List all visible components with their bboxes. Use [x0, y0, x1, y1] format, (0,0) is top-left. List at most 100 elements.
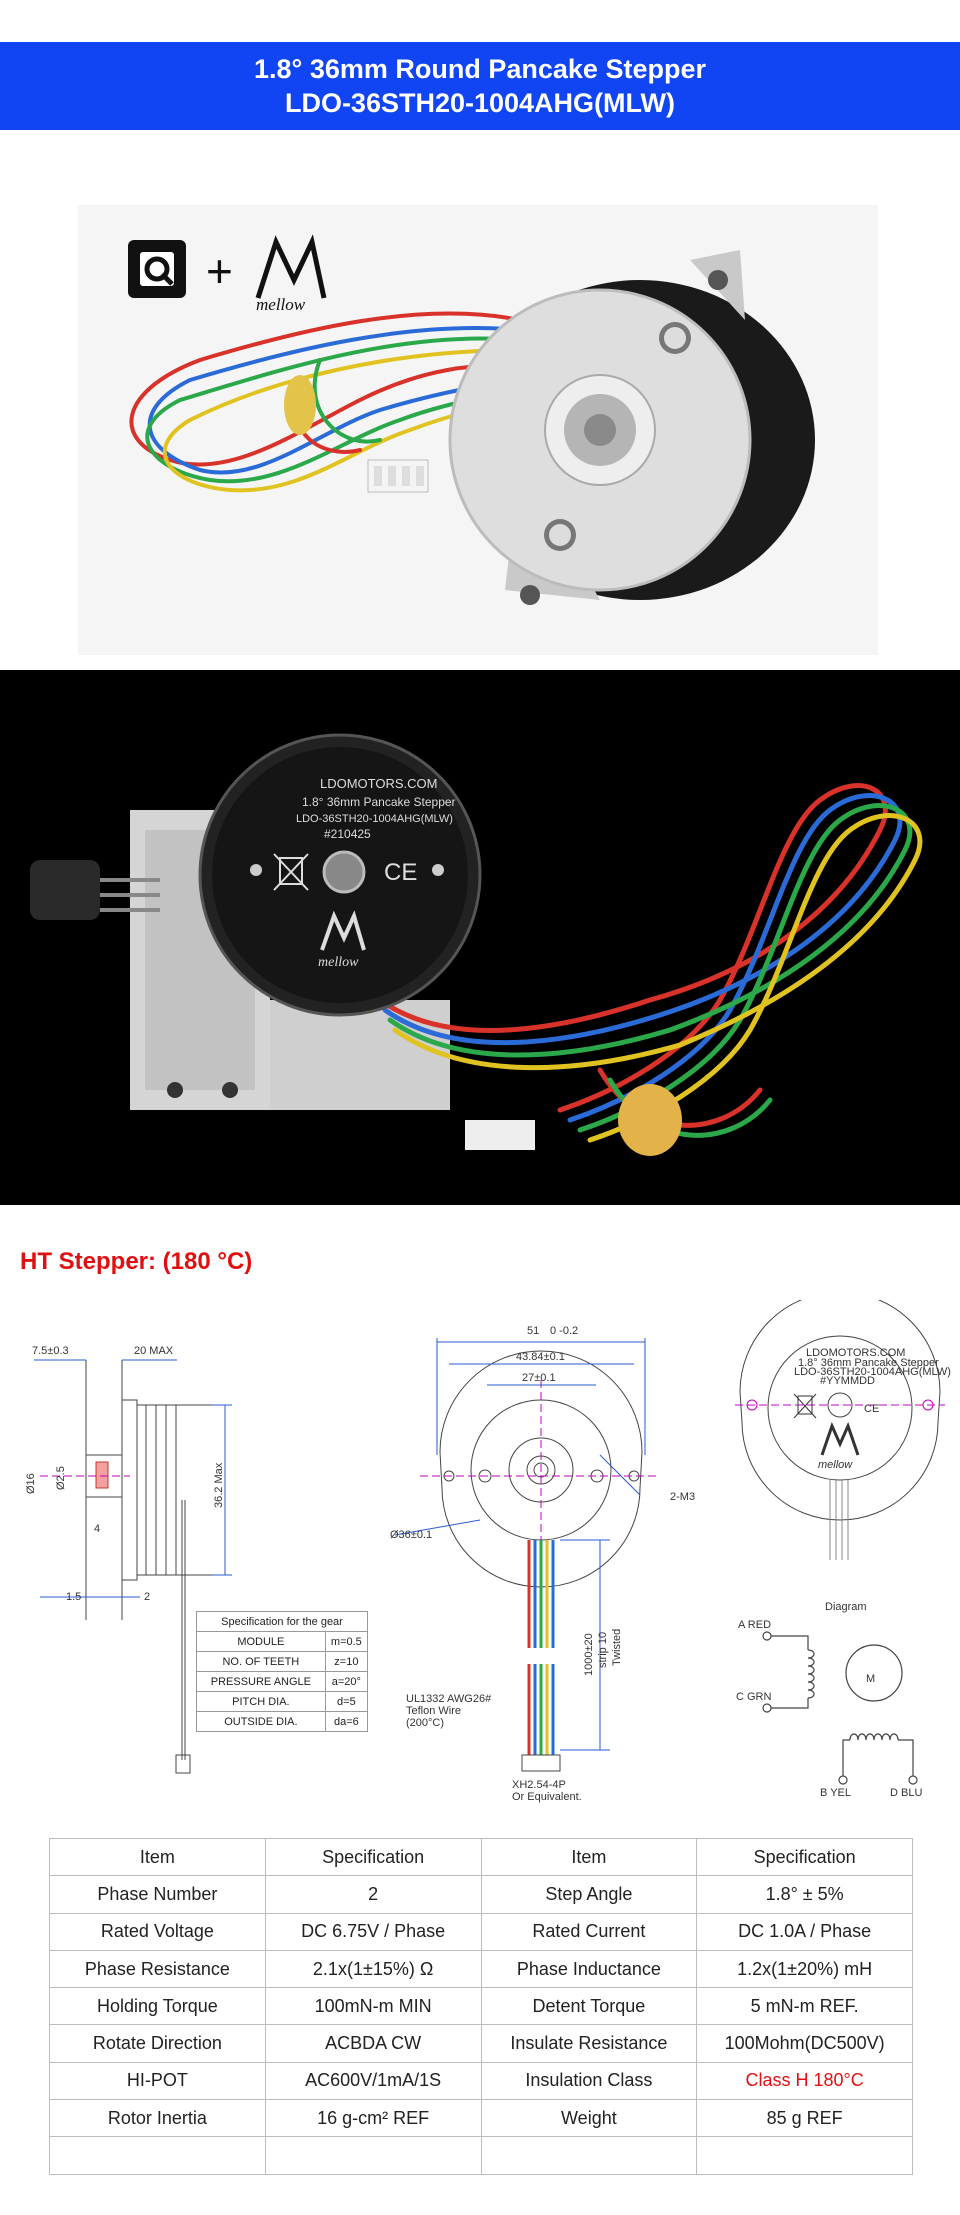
back-weee-bin-icon	[793, 1393, 817, 1419]
wire-length-2: strip 10	[597, 1632, 609, 1668]
back-view-drawing	[735, 1291, 945, 1560]
table-row: Rated Voltage DC 6.75V / Phase Rated Cur…	[49, 1912, 913, 1951]
back-line-1: 1.8° 36mm Pancake Stepper	[798, 1357, 939, 1369]
back-ce-mark: CE	[864, 1403, 879, 1415]
spec-value: DC 6.75V / Phase	[264, 1912, 482, 1951]
product-photo-black: LDOMOTORS.COM 1.8° 36mm Pancake Stepper …	[0, 670, 960, 1205]
gear-table-title: Specification for the gear	[196, 1611, 368, 1632]
spec-value: DC 1.0A / Phase	[696, 1912, 913, 1951]
title-line-1: 1.8° 36mm Round Pancake Stepper	[254, 54, 706, 84]
wire-d-label: D BLU	[890, 1787, 922, 1799]
spec-item: Weight	[480, 2099, 698, 2138]
header-spec: Specification	[696, 1837, 913, 1877]
spec-value-highlight: Class H 180°C	[696, 2061, 913, 2101]
gear-row-label: OUTSIDE DIA.	[196, 1711, 326, 1732]
spec-value: 2	[264, 1875, 482, 1914]
spec-item: Insulation Class	[480, 2061, 698, 2101]
gear-row-label: PITCH DIA.	[196, 1691, 326, 1712]
back-brand: LDOMOTORS.COM	[806, 1347, 905, 1359]
spec-item: HI-POT	[49, 2061, 266, 2101]
ce-mark: CE	[384, 859, 417, 886]
spec-value: 100Mohm(DC500V)	[696, 2024, 913, 2063]
title-line-2: LDO-36STH20-1004AHG(MLW)	[284, 88, 676, 118]
weee-bin-icon	[273, 853, 309, 891]
mellow-logo-text: mellow	[256, 295, 306, 314]
motor-symbol: M	[866, 1673, 875, 1685]
spec-value: 1.8° ± 5%	[696, 1875, 913, 1914]
motor-label-line2: LDO-36STH20-1004AHG(MLW)	[296, 813, 453, 825]
product-photo-white: + mellow	[0, 130, 960, 670]
wire-length-3: Twisted	[611, 1629, 623, 1666]
spec-value	[696, 2136, 913, 2175]
spec-item: Holding Torque	[49, 1987, 266, 2026]
wiring-diagram	[762, 1631, 918, 1785]
dim-51: 51	[527, 1325, 539, 1337]
spec-value: 16 g-cm² REF	[264, 2099, 482, 2138]
header-spec: Specification	[264, 1837, 482, 1877]
spec-value: 100mN-m MIN	[264, 1987, 482, 2026]
wire-note-3: (200°C)	[406, 1717, 444, 1729]
connector-note-2: Or Equivalent.	[512, 1791, 582, 1803]
motor-label-line3: #210425	[324, 827, 371, 841]
wire-b-label: B YEL	[820, 1787, 851, 1799]
spec-value: 2.1x(1±15%) Ω	[264, 1949, 482, 1989]
spec-value: AC600V/1mA/1S	[264, 2061, 482, 2101]
technical-drawing: 7.5±0.3 20 MAX Ø16 Ø2.5 4 36.2 Max 1.5 2	[0, 1291, 960, 1820]
gear-row-value: a=20°	[324, 1671, 369, 1692]
connector-note-1: XH2.54-4P	[512, 1779, 566, 1791]
mellow-logo-icon: mellow	[255, 234, 327, 314]
dim-36-2: 36.2 Max	[213, 1462, 225, 1508]
motor-label-brand: LDOMOTORS.COM	[320, 776, 438, 791]
dim-27: 27±0.1	[522, 1372, 556, 1384]
spec-item: Step Angle	[480, 1875, 698, 1914]
spec-value: 85 g REF	[696, 2099, 913, 2138]
gear-row-value: da=6	[324, 1711, 369, 1732]
wire-note-1: UL1332 AWG26#	[406, 1693, 492, 1705]
wire-c-label: C GRN	[736, 1691, 772, 1703]
table-row: Phase Number 2 Step Angle 1.8° ± 5%	[49, 1875, 913, 1914]
mellow-logo-text-black: mellow	[318, 955, 359, 970]
spec-table: Item Specification Item Specification Ph…	[49, 1837, 913, 2175]
header-item: Item	[480, 1837, 698, 1877]
diagram-title: Diagram	[825, 1601, 867, 1613]
spec-value: 1.2x(1±20%) mH	[696, 1949, 913, 1989]
motor-label-line1: 1.8° 36mm Pancake Stepper	[302, 795, 456, 809]
dim-20max: 20 MAX	[134, 1345, 174, 1357]
dim-1-5: 1.5	[66, 1591, 81, 1603]
table-row: Rotor Inertia 16 g-cm² REF Weight 85 g R…	[49, 2099, 913, 2138]
dim-7-5: 7.5±0.3	[32, 1345, 69, 1357]
wire-a-label: A RED	[738, 1619, 771, 1631]
spec-item: Phase Inductance	[480, 1949, 698, 1989]
dim-4: 4	[94, 1523, 100, 1535]
side-view-drawing	[34, 1359, 232, 1774]
back-mellow-logo-icon	[820, 1421, 860, 1456]
title-banner: 1.8° 36mm Round Pancake Stepper LDO-36ST…	[0, 42, 960, 130]
spec-item: Detent Torque	[480, 1987, 698, 2026]
wire-length-1: 1000±20	[583, 1633, 595, 1676]
gear-row-label: PRESSURE ANGLE	[196, 1671, 326, 1692]
dim-51-tolerance: 0 -0.2	[550, 1325, 578, 1337]
spec-value	[264, 2136, 482, 2175]
gear-row-value: z=10	[324, 1651, 369, 1672]
ldo-logo-icon	[128, 240, 186, 298]
spec-value: ACBDA CW	[264, 2024, 482, 2063]
table-row: Rotate Direction ACBDA CW Insulate Resis…	[49, 2024, 913, 2063]
wire-note-2: Teflon Wire	[406, 1705, 461, 1717]
gear-row-value: m=0.5	[324, 1631, 369, 1652]
spec-item: Phase Number	[49, 1875, 266, 1914]
front-view-drawing	[394, 1338, 660, 1588]
plus-sign: +	[206, 245, 233, 297]
spec-item: Insulate Resistance	[480, 2024, 698, 2063]
table-row	[49, 2136, 913, 2175]
spec-item: Phase Resistance	[49, 1949, 266, 1989]
spec-table-header: Item Specification Item Specification	[49, 1837, 913, 1877]
spec-item: Rated Voltage	[49, 1912, 266, 1951]
back-line-3: #YYMMDD	[820, 1375, 875, 1387]
spec-item	[480, 2136, 698, 2175]
spec-value: 5 mN-m REF.	[696, 1987, 913, 2026]
dim-16: Ø16	[25, 1473, 37, 1494]
mellow-logo-icon-black: mellow	[318, 910, 366, 970]
dim-2-5: Ø2.5	[55, 1466, 67, 1490]
dim-2: 2	[144, 1591, 150, 1603]
